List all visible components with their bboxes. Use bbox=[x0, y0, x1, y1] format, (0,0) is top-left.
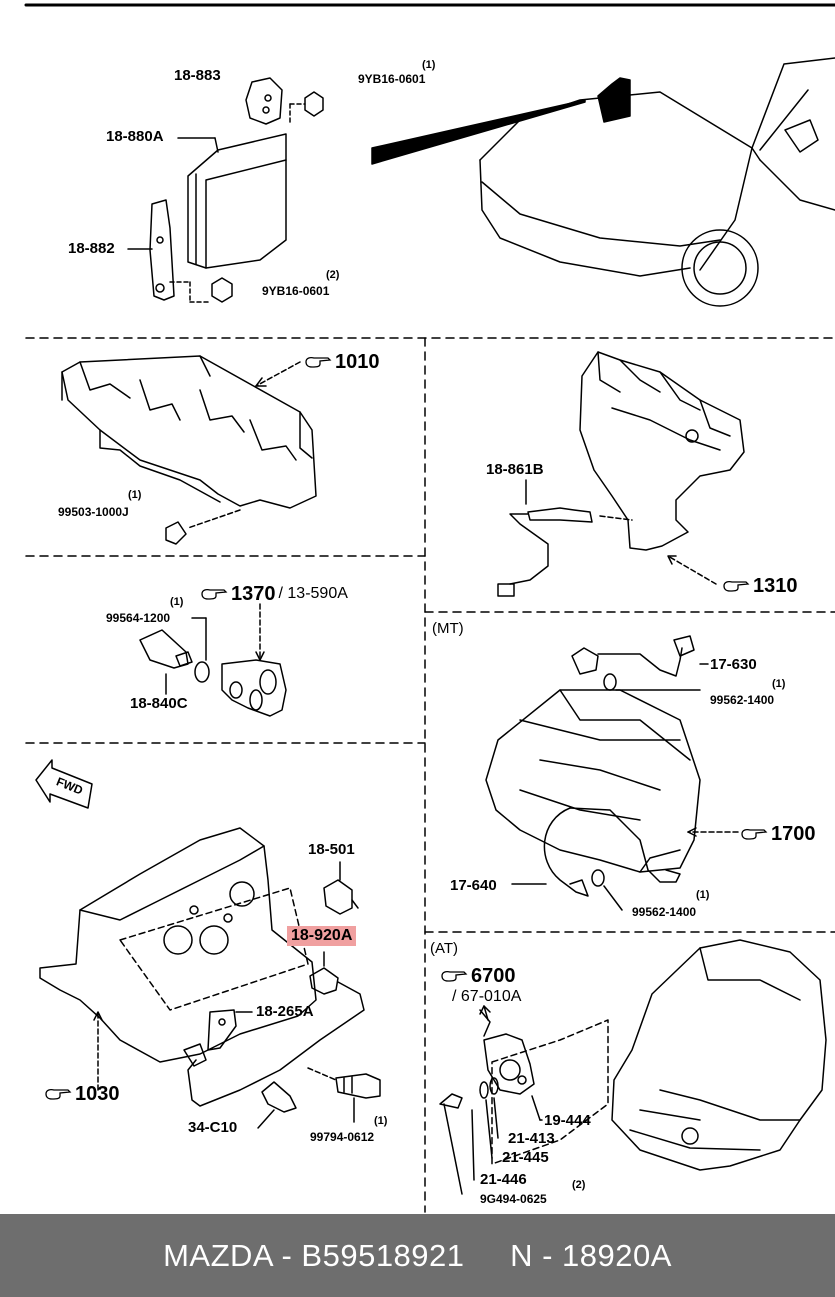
label-21-446: 21-446 bbox=[480, 1171, 527, 1188]
cylinder-head-1010 bbox=[61, 355, 317, 509]
ref-1310: 1310 bbox=[722, 576, 798, 596]
sensor-18-840c bbox=[139, 629, 193, 669]
sensor-18-920a bbox=[187, 967, 365, 1107]
ref-1370: 1370 / 13-590A bbox=[200, 584, 348, 604]
label-99564-1200: 99564-1200 bbox=[106, 611, 171, 625]
label-6700: 6700 bbox=[471, 965, 516, 987]
label-99794-0612: 99794-0612 bbox=[310, 1130, 375, 1144]
label-9yb16-0601-bottom: 9YB16-0601 bbox=[262, 284, 330, 298]
pointing-hand-icon bbox=[741, 828, 768, 840]
label-at: (AT) bbox=[430, 940, 459, 957]
label-18-882: 18-882 bbox=[68, 240, 115, 257]
qty-9yb16-top: (1) bbox=[422, 59, 436, 71]
label-19-444: 19-444 bbox=[544, 1112, 591, 1129]
qty-99794: (1) bbox=[374, 1115, 388, 1127]
footer-part-text: MAZDA - B59518921 N - 18920A bbox=[163, 1237, 672, 1273]
sensor-19-444 bbox=[483, 1033, 535, 1095]
label-67-010a: / 67-010A bbox=[452, 988, 522, 1005]
o2-sensor-18-861b bbox=[497, 507, 593, 597]
at-transmission-6700 bbox=[611, 939, 827, 1171]
label-1010: 1010 bbox=[335, 351, 380, 373]
thermostat-housing-13-590a bbox=[221, 659, 287, 717]
label-18-880a: 18-880A bbox=[106, 128, 164, 145]
label-99503-1000j: 99503-1000J bbox=[58, 505, 129, 519]
label-9g494-0625: 9G494-0625 bbox=[480, 1192, 547, 1206]
ref-1010: 1010 bbox=[304, 352, 380, 372]
label-18-861b: 18-861B bbox=[486, 461, 544, 478]
fwd-arrow-icon bbox=[35, 759, 93, 809]
ref-1030: 1030 bbox=[44, 1084, 120, 1104]
qty-9yb16-bottom: (2) bbox=[326, 269, 340, 281]
exhaust-manifold-1310 bbox=[579, 351, 745, 551]
label-mt: (MT) bbox=[432, 620, 464, 637]
label-1030: 1030 bbox=[75, 1083, 120, 1105]
nut-9yb16-bottom bbox=[211, 277, 233, 303]
car-front-outline bbox=[479, 57, 835, 307]
pointing-hand-icon bbox=[441, 970, 468, 982]
footer-bar: MAZDA - B59518921 N - 18920A bbox=[0, 1214, 835, 1297]
ref-1700: 1700 bbox=[740, 824, 816, 844]
bolt-9g494 bbox=[439, 1093, 463, 1195]
label-21-445: 21-445 bbox=[502, 1149, 549, 1166]
label-18-265a: 18-265A bbox=[256, 1003, 314, 1020]
engine-block-1030 bbox=[39, 827, 317, 1063]
qty-99562-bottom: (1) bbox=[696, 889, 710, 901]
sensor-18-501 bbox=[323, 879, 359, 915]
label-21-413: 21-413 bbox=[508, 1130, 555, 1147]
qty-21-446: (2) bbox=[572, 1179, 586, 1191]
qty-99562-top: (1) bbox=[772, 678, 786, 690]
label-17-640: 17-640 bbox=[450, 877, 497, 894]
speed-sensor-17-630 bbox=[571, 635, 695, 677]
qty-99564: (1) bbox=[170, 596, 184, 608]
label-34-c10: 34-C10 bbox=[188, 1119, 238, 1136]
label-1310: 1310 bbox=[753, 575, 798, 597]
washer-99564 bbox=[194, 661, 210, 683]
ecu-bracket-18-882 bbox=[149, 199, 175, 301]
label-99562-1400-top: 99562-1400 bbox=[710, 693, 775, 707]
label-18-840c: 18-840C bbox=[130, 695, 188, 712]
ecu-bracket-18-883 bbox=[245, 77, 283, 125]
connector-18-920a bbox=[183, 1043, 207, 1067]
pointing-hand-icon bbox=[45, 1088, 72, 1100]
pointing-hand-icon bbox=[723, 580, 750, 592]
nut-9yb16-top bbox=[304, 91, 324, 117]
sensor-99503 bbox=[165, 521, 187, 545]
label-17-630: 17-630 bbox=[710, 656, 757, 673]
ecu-18-880a bbox=[187, 133, 287, 269]
label-99562-1400-bottom: 99562-1400 bbox=[632, 905, 697, 919]
label-18-501: 18-501 bbox=[308, 841, 355, 858]
qty-99503: (1) bbox=[128, 489, 142, 501]
pointing-hand-icon bbox=[305, 356, 332, 368]
label-9yb16-0601-top: 9YB16-0601 bbox=[358, 72, 426, 86]
label-1370: 1370 bbox=[231, 583, 276, 605]
pointing-hand-icon bbox=[201, 588, 228, 600]
label-13-590a: / 13-590A bbox=[278, 585, 348, 602]
bracket-18-265a bbox=[207, 1009, 237, 1051]
harness-17-640 bbox=[543, 807, 681, 897]
clip-34-c10 bbox=[261, 1081, 297, 1113]
diagram-drawing bbox=[24, 3, 835, 1213]
label-1700: 1700 bbox=[771, 823, 816, 845]
mt-transmission-1700 bbox=[485, 689, 701, 873]
label-18-920a-highlight: 18-920A bbox=[287, 926, 357, 946]
bolt-99794 bbox=[335, 1073, 381, 1099]
label-18-883: 18-883 bbox=[174, 67, 221, 84]
ref-6700: 6700 bbox=[440, 966, 516, 986]
